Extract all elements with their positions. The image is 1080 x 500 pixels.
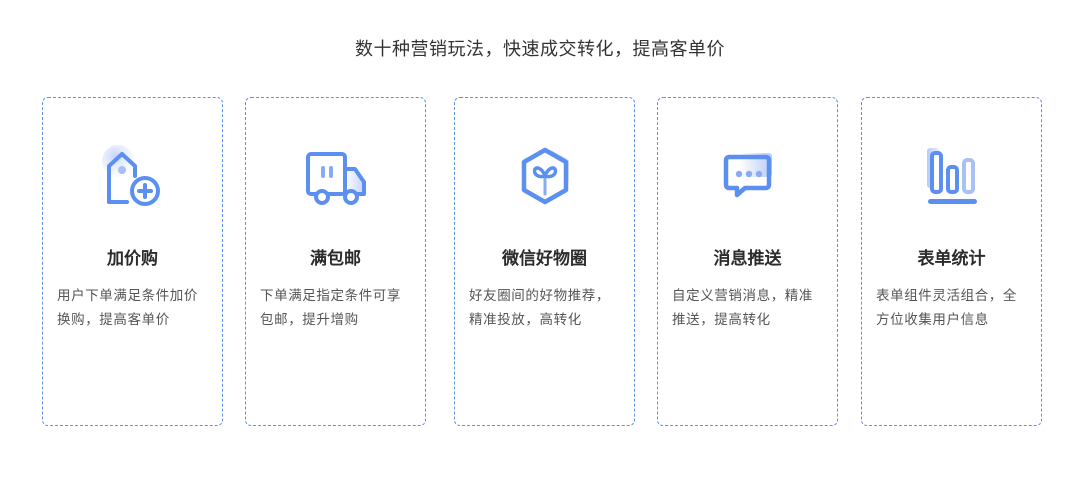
page-title: 数十种营销玩法，快速成交转化，提高客单价: [355, 39, 725, 60]
card-title: 表单统计: [917, 249, 986, 269]
feature-card-add-on-purchase[interactable]: 加价购 用户下单满足条件加价换购，提高客单价: [42, 97, 223, 426]
feature-card-form-statistics[interactable]: 表单统计 表单组件灵活组合，全方位收集用户信息: [861, 97, 1042, 426]
card-title: 微信好物圈: [502, 249, 587, 269]
card-description: 用户下单满足条件加价换购，提高客单价: [57, 288, 198, 328]
card-title: 加价购: [107, 249, 158, 269]
sprout-box-icon: [511, 144, 579, 210]
delivery-truck-icon: [302, 144, 370, 210]
card-description: 下单满足指定条件可享包邮，提升增购: [260, 288, 401, 328]
bar-chart-icon: [918, 144, 986, 210]
card-title: 满包邮: [310, 249, 361, 269]
card-description: 自定义营销消息，精准推送，提高转化: [672, 288, 813, 328]
feature-card-message-push[interactable]: 消息推送 自定义营销消息，精准推送，提高转化: [657, 97, 838, 426]
card-description: 表单组件灵活组合，全方位收集用户信息: [876, 288, 1017, 328]
price-tag-add-icon: [99, 144, 167, 210]
card-description: 好友圈间的好物推荐，精准投放，高转化: [469, 288, 610, 328]
feature-card-free-shipping[interactable]: 满包邮 下单满足指定条件可享包邮，提升增购: [245, 97, 426, 426]
card-title: 消息推送: [713, 249, 782, 269]
chat-message-icon: [714, 144, 782, 210]
feature-card-wechat-goods-circle[interactable]: 微信好物圈 好友圈间的好物推荐，精准投放，高转化: [454, 97, 635, 426]
